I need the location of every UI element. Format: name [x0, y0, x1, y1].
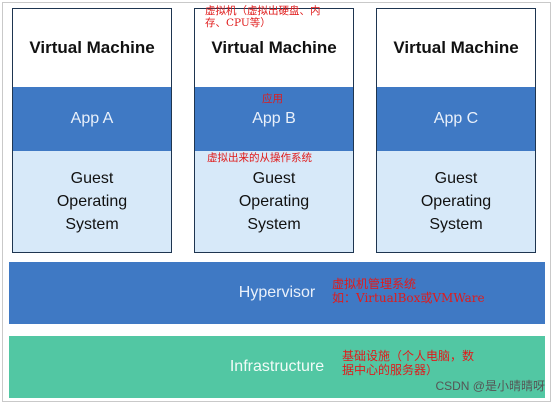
- watermark: CSDN @是小晴晴呀: [435, 379, 545, 393]
- guest-os-layer: Guest Operating System: [195, 151, 353, 252]
- guest-os-layer: Guest Operating System: [377, 151, 535, 252]
- guest-os-layer: Guest Operating System: [13, 151, 171, 252]
- app-layer: App A: [13, 87, 171, 151]
- hypervisor-layer: Hypervisor: [9, 262, 545, 324]
- vm-title: Virtual Machine: [211, 38, 337, 57]
- vm-box-a: Virtual Machine App A Guest Operating Sy…: [12, 8, 172, 253]
- app-layer: App B: [195, 87, 353, 151]
- guest-os-annotation: 虚拟出来的从操作系统: [207, 152, 312, 164]
- app-layer: App C: [377, 87, 535, 151]
- hypervisor-annotation: 虚拟机管理系统 如：VirtualBox或VMWare: [332, 277, 485, 305]
- hypervisor-label: Hypervisor: [238, 284, 316, 301]
- diagram-frame: [2, 2, 551, 402]
- vm-box-c: Virtual Machine App C Guest Operating Sy…: [376, 8, 536, 253]
- infrastructure-layer: Infrastructure: [9, 336, 545, 398]
- guest-os-label: Guest Operating System: [238, 170, 310, 233]
- vm-title: Virtual Machine: [29, 38, 155, 57]
- guest-os-label: Guest Operating System: [56, 170, 128, 233]
- vm-annotation: 虚拟机（虚拟出硬盘、内 存、CPU等）: [205, 5, 321, 29]
- vm-box-b: Virtual Machine App B Guest Operating Sy…: [194, 8, 354, 253]
- vm-title: Virtual Machine: [393, 38, 519, 57]
- app-annotation: 应用: [262, 93, 283, 105]
- infrastructure-label: Infrastructure: [229, 358, 325, 375]
- infrastructure-annotation: 基础设施（个人电脑，数 据中心的服务器）: [342, 349, 475, 377]
- guest-os-label: Guest Operating System: [420, 170, 492, 233]
